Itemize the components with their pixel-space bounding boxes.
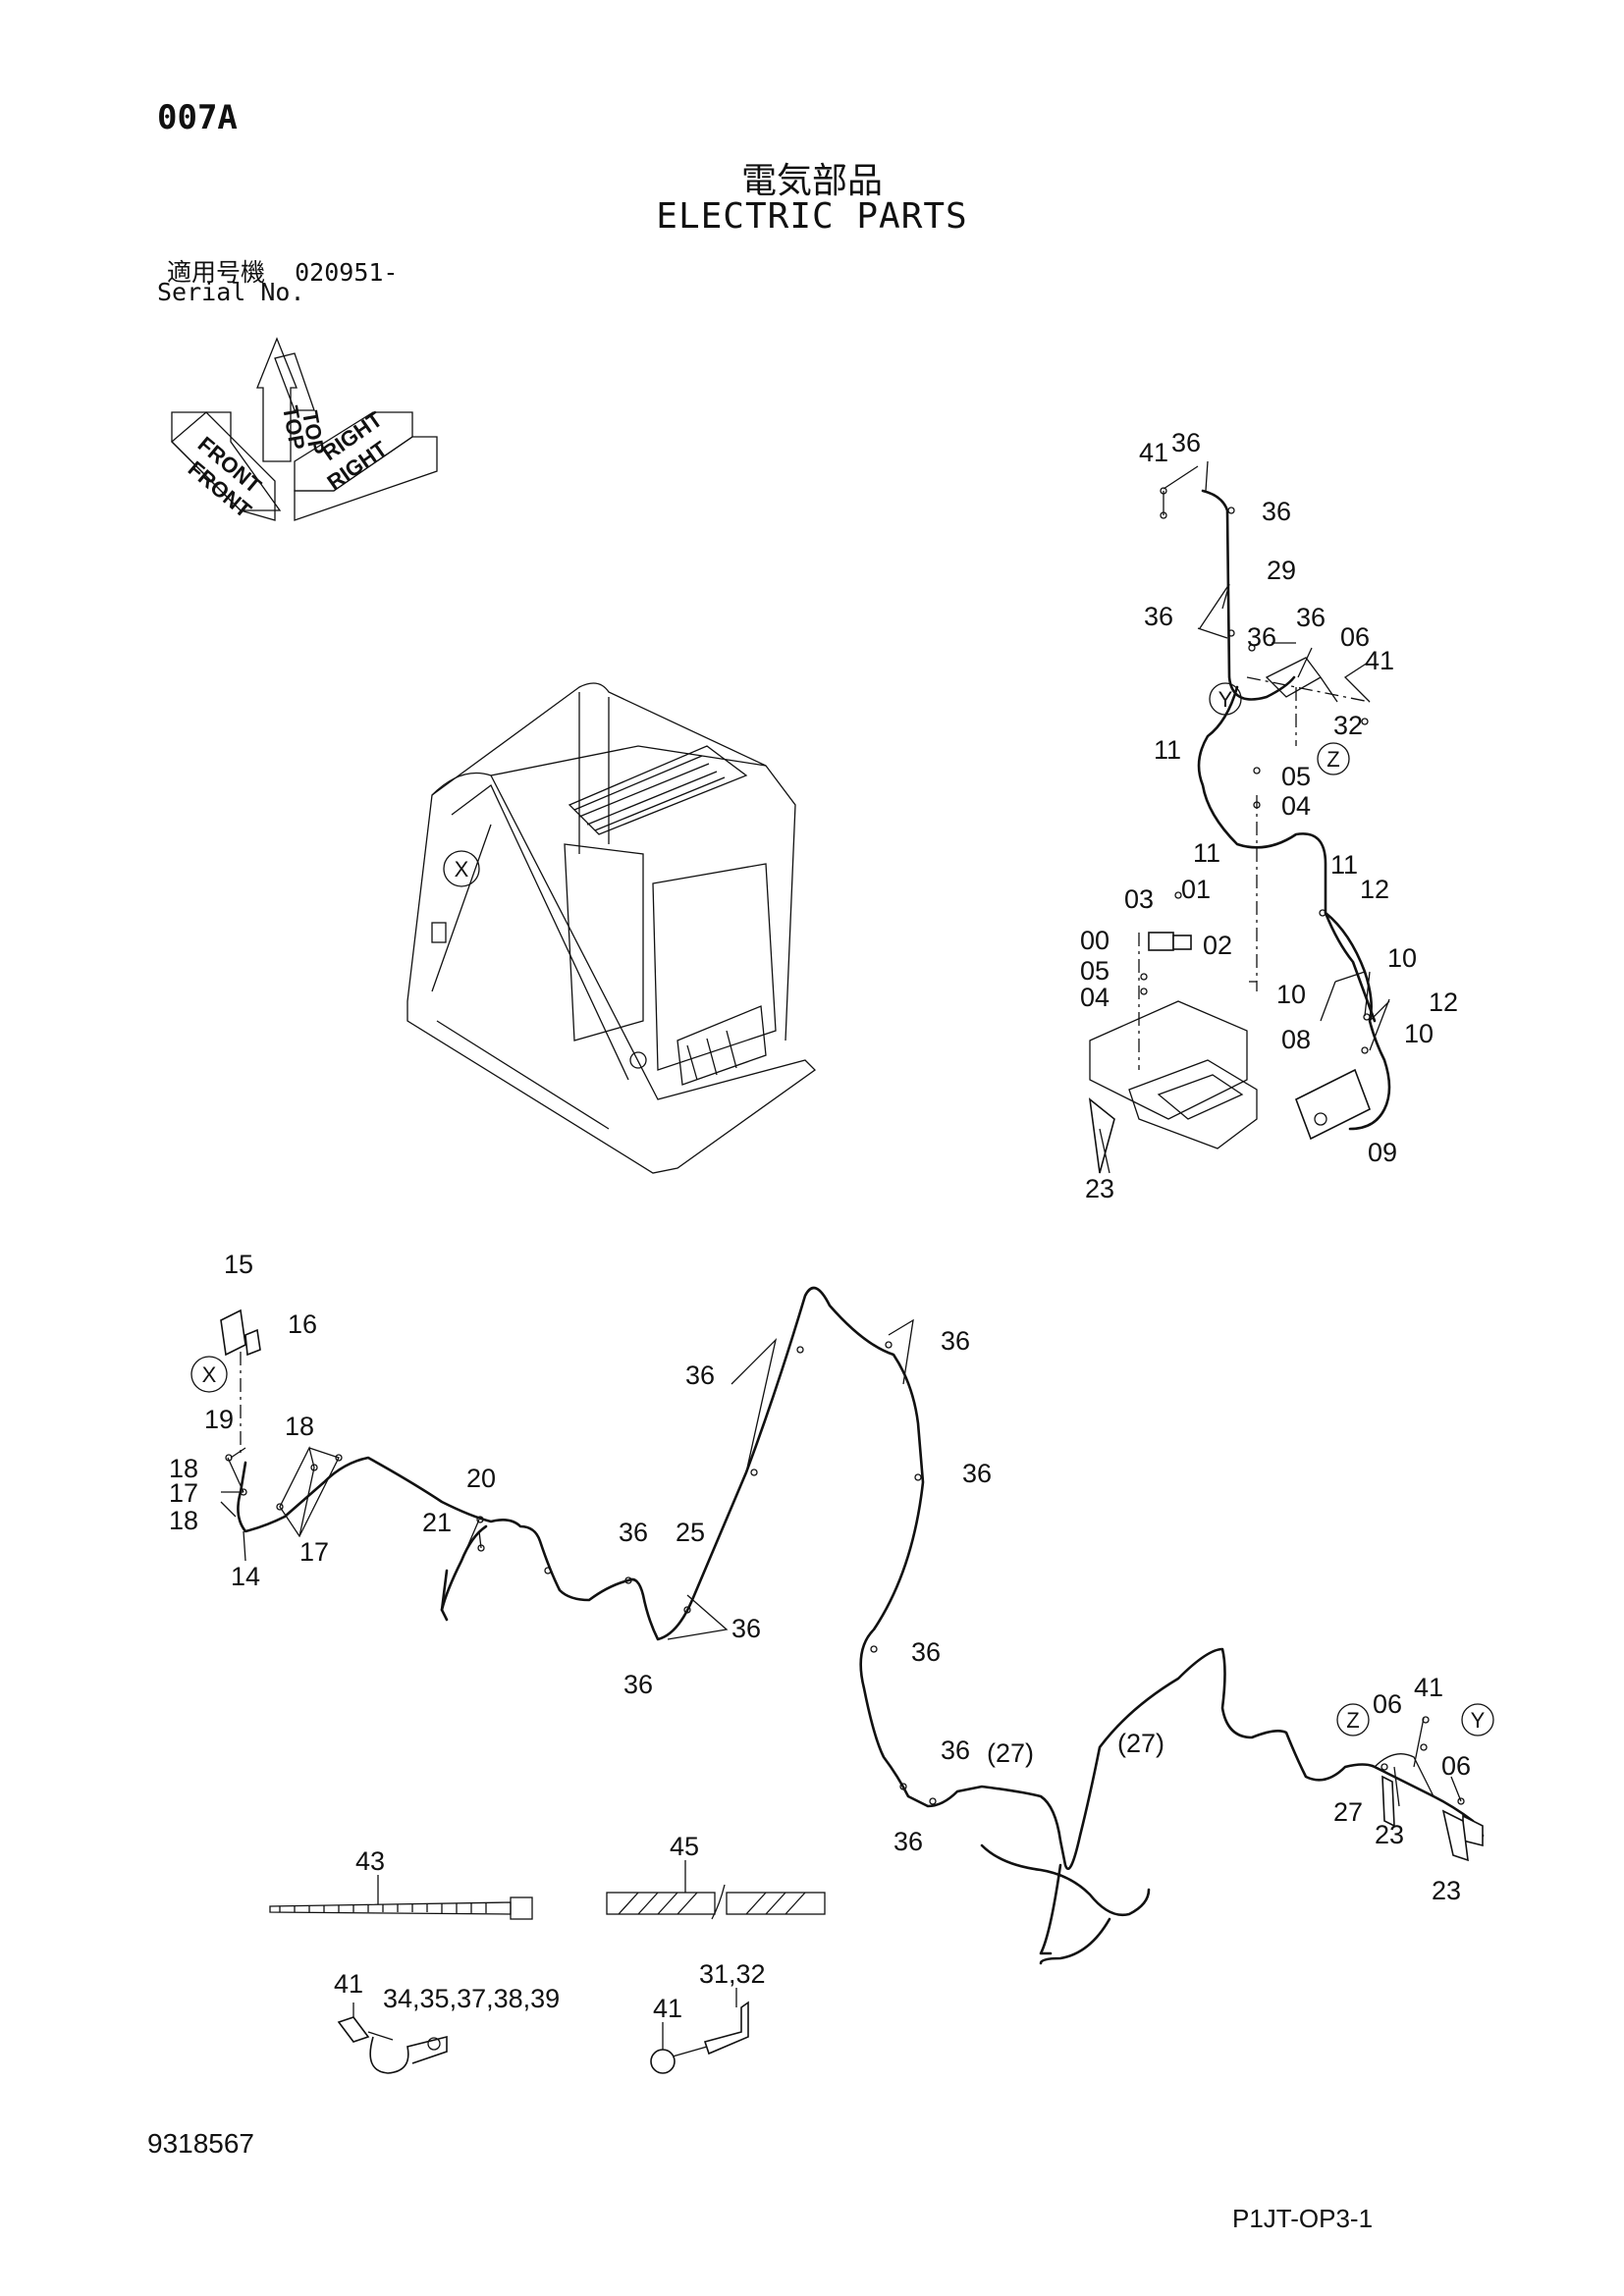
callout-01: 01 (1181, 875, 1211, 904)
callout-15: 15 (224, 1250, 253, 1279)
callout-36: 36 (941, 1735, 970, 1765)
callout-11: 11 (1154, 735, 1181, 765)
callout-16: 16 (288, 1309, 317, 1339)
callout-32: 32 (1333, 711, 1363, 740)
callout-17: 17 (169, 1478, 198, 1508)
harness-main (220, 1286, 1485, 1965)
serial-label-jp: 適用号機 (167, 258, 266, 287)
view-marker-z-lower: Z (1336, 1703, 1370, 1736)
callout-36: 36 (1144, 602, 1173, 631)
callout-36: 36 (962, 1459, 992, 1488)
callout-04: 04 (1080, 983, 1110, 1012)
callout-36: 36 (1247, 622, 1276, 652)
cab-drawing (406, 682, 817, 1174)
callout-12: 12 (1429, 988, 1458, 1017)
callout-43: 43 (355, 1846, 385, 1876)
callout-10: 10 (1276, 980, 1306, 1009)
callout-14: 14 (231, 1562, 260, 1591)
callout-41: 41 (334, 1969, 363, 1999)
callout-10: 10 (1404, 1019, 1434, 1048)
callout-27: 27 (1333, 1797, 1363, 1827)
callout-31-32: 31,32 (699, 1959, 766, 1989)
page-code: 007A (157, 98, 238, 137)
callout-19: 19 (204, 1405, 234, 1434)
cable-tie-43: 43 (269, 1846, 533, 1920)
view-marker-x-lower: X (190, 1356, 228, 1393)
view-y-letter: Y (1218, 687, 1233, 712)
callout-05: 05 (1080, 956, 1110, 986)
callout-18: 18 (169, 1506, 198, 1535)
serial-applicability: 適用号機 020951- (167, 253, 398, 289)
callout-23: 23 (1085, 1174, 1114, 1203)
tube-45: 45 (606, 1832, 826, 1920)
callout-41: 41 (653, 1994, 682, 2023)
callouts-lower: 15 16 19 18 18 17 18 14 17 20 21 36 25 3… (169, 1250, 1471, 1905)
callout-29: 29 (1267, 556, 1296, 585)
callout-36: 36 (685, 1361, 715, 1390)
callout-36: 36 (619, 1518, 648, 1547)
bracket-31: 41 31,32 (650, 1959, 766, 2074)
callout-17: 17 (299, 1537, 329, 1567)
callout-36: 36 (1262, 497, 1291, 526)
serial-label: Serial No. (157, 278, 305, 306)
callout-06: 06 (1373, 1689, 1402, 1719)
sheet-code: P1JT-OP3-1 (1232, 2204, 1374, 2233)
callout-12: 12 (1360, 875, 1389, 904)
callout-27-ref: (27) (1117, 1729, 1164, 1758)
callout-08: 08 (1281, 1025, 1311, 1054)
callout-36: 36 (911, 1637, 941, 1667)
view-marker-y-lower: Y (1461, 1703, 1494, 1736)
view-marker-z-upper: Z (1317, 742, 1350, 775)
callouts-upper-right: 41 36 36 29 36 36 36 06 41 32 11 05 04 1… (1080, 428, 1458, 1203)
callout-09: 09 (1368, 1138, 1397, 1167)
view-x-letter: X (202, 1362, 217, 1387)
clamp-34: 41 34,35,37,38,39 (334, 1969, 560, 2074)
callout-36: 36 (1296, 603, 1326, 632)
callout-03: 03 (1124, 884, 1154, 914)
callout-41: 41 (1365, 646, 1394, 675)
harness-upper-right (1088, 460, 1391, 1174)
callout-41: 41 (1139, 438, 1168, 467)
callout-25: 25 (676, 1518, 705, 1547)
view-y-letter: Y (1471, 1708, 1486, 1733)
callout-36: 36 (1171, 428, 1201, 457)
callout-41: 41 (1414, 1673, 1443, 1702)
callout-11: 11 (1193, 838, 1220, 868)
callout-36: 36 (941, 1326, 970, 1356)
callout-06: 06 (1340, 622, 1370, 652)
serial-from: 020951- (295, 258, 399, 287)
page-title-japanese: 電気部品 (740, 161, 883, 201)
callout-45: 45 (670, 1832, 699, 1861)
callout-11: 11 (1330, 850, 1358, 880)
view-z-letter: Z (1346, 1708, 1359, 1733)
callout-21: 21 (422, 1508, 452, 1537)
page-title: ELECTRIC PARTS (656, 196, 968, 237)
callout-36: 36 (893, 1827, 923, 1856)
callout-18: 18 (169, 1454, 198, 1483)
callout-23: 23 (1432, 1876, 1461, 1905)
callout-00: 00 (1080, 926, 1110, 955)
view-marker-x-cab: X (443, 850, 480, 887)
callout-10: 10 (1387, 943, 1417, 973)
view-z-letter: Z (1326, 747, 1339, 772)
view-marker-y-upper: Y (1209, 682, 1242, 716)
orientation-symbol: FRONT FRONT TOP TOP RIGHT RIGHT (171, 337, 438, 523)
document-number: 9318567 (147, 2128, 255, 2159)
callout-36: 36 (623, 1670, 653, 1699)
callout-06: 06 (1441, 1751, 1471, 1781)
callout-36: 36 (731, 1614, 761, 1643)
callout-20: 20 (466, 1464, 496, 1493)
callout-02: 02 (1203, 931, 1232, 960)
callout-27-ref: (27) (987, 1738, 1034, 1768)
callout-05: 05 (1281, 762, 1311, 791)
callout-23: 23 (1375, 1820, 1404, 1849)
view-x-letter: X (455, 857, 469, 881)
callout-04: 04 (1281, 791, 1311, 821)
callout-34-39: 34,35,37,38,39 (383, 1984, 560, 2013)
callout-18: 18 (285, 1412, 314, 1441)
